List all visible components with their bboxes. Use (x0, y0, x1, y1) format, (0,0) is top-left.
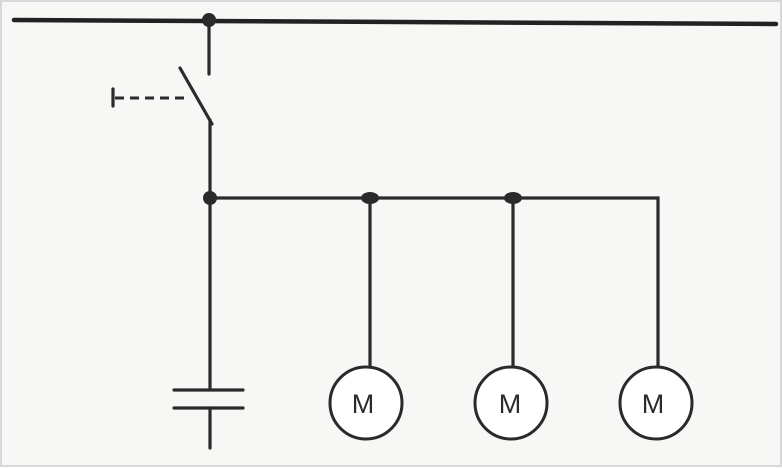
main-busbar (11, 17, 779, 27)
switch-blade (178, 66, 214, 126)
motor-label: M (499, 389, 522, 419)
motor-1: M (328, 365, 404, 441)
capacitor (172, 196, 245, 450)
motor-3: M (618, 365, 694, 441)
motor-label: M (352, 389, 375, 419)
distribution-bus (208, 196, 660, 376)
motor-2: M (473, 365, 549, 441)
motor-label: M (642, 389, 665, 419)
motor-circle (618, 365, 694, 441)
motor-circle (328, 365, 404, 441)
isolating-switch (111, 66, 214, 126)
motor-circle (473, 365, 549, 441)
